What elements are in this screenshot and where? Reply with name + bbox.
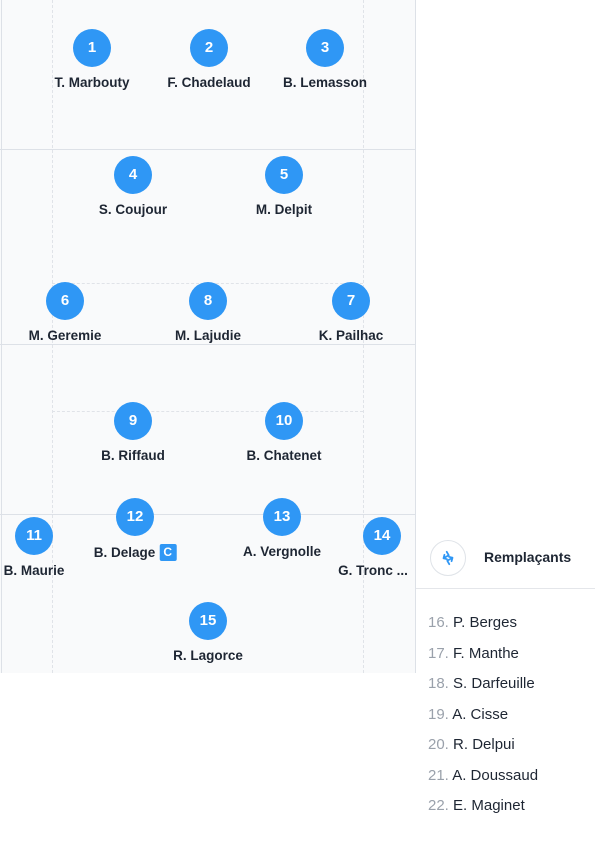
player-name: M. Geremie <box>28 328 102 343</box>
player-name: B. Delage C <box>94 544 177 561</box>
substitute-number: 18. <box>428 675 449 692</box>
player-name: B. Riffaud <box>101 448 165 463</box>
substitute-item[interactable]: 21. A. Doussaud <box>428 767 538 798</box>
player-name: M. Lajudie <box>174 328 242 343</box>
substitute-number: 16. <box>428 614 449 631</box>
player-name: B. Maurie <box>3 563 65 578</box>
player-number: 13 <box>263 498 301 536</box>
substitute-item[interactable]: 22. E. Maginet <box>428 797 538 828</box>
substitutes-title: Remplaçants <box>484 549 572 565</box>
player-name: T. Marbouty <box>54 75 130 90</box>
player-name: S. Coujour <box>98 202 168 217</box>
player-number: 9 <box>114 402 152 440</box>
player-number: 14 <box>363 517 401 555</box>
player-number: 6 <box>46 282 84 320</box>
pitch-edge-left <box>1 0 2 673</box>
substitute-number: 21. <box>428 766 449 784</box>
substitute-name: R. Delpui <box>453 736 515 753</box>
player-number: 3 <box>306 29 344 67</box>
substitutes-header: Remplaçants <box>416 528 595 589</box>
pitch-line-22m-bottom <box>0 514 416 515</box>
pitch-line-halfway <box>0 344 416 345</box>
substitute-name: A. Doussaud <box>452 766 539 784</box>
pitch-edge-right <box>415 0 416 673</box>
player-number: 7 <box>332 282 370 320</box>
player-number: 8 <box>189 282 227 320</box>
substitute-item[interactable]: 20. R. Delpui <box>428 736 538 767</box>
substitute-number: 17. <box>428 644 449 662</box>
substitute-number: 22. <box>428 797 449 814</box>
pitch-line-22m-top <box>0 149 416 150</box>
player-number: 12 <box>116 498 154 536</box>
player-number: 15 <box>189 602 227 640</box>
player-number: 11 <box>15 517 53 555</box>
substitute-item[interactable]: 19. A. Cisse <box>428 706 538 737</box>
substitute-name: S. Darfeuille <box>453 675 535 692</box>
substitute-name: P. Berges <box>453 614 517 631</box>
player-name: M. Delpit <box>255 202 313 217</box>
substitute-name: F. Manthe <box>453 644 519 662</box>
player-number: 5 <box>265 156 303 194</box>
player-name: F. Chadelaud <box>167 75 251 90</box>
substitutes-list: 16. P. Berges 17. F. Manthe 18. S. Darfe… <box>428 614 538 828</box>
player-number: 4 <box>114 156 152 194</box>
player-number: 2 <box>190 29 228 67</box>
pitch-dashed-10m-bottom <box>52 411 363 412</box>
substitute-item[interactable]: 17. F. Manthe <box>428 645 538 676</box>
player-name: B. Lemasson <box>282 75 368 90</box>
substitute-name: E. Maginet <box>453 797 525 814</box>
pitch-dashed-left <box>52 0 53 673</box>
player-name: K. Pailhac <box>318 328 384 343</box>
player-name: R. Lagorce <box>173 648 243 663</box>
captain-badge: C <box>159 544 177 561</box>
pitch: 1 T. Marbouty 2 F. Chadelaud 3 B. Lemass… <box>0 0 416 673</box>
substitute-number: 19. <box>428 705 449 723</box>
substitute-item[interactable]: 16. P. Berges <box>428 614 538 645</box>
player-name: A. Vergnolle <box>242 544 322 559</box>
pitch-dashed-right <box>363 0 364 673</box>
player-name: G. Tronc ... <box>338 563 408 578</box>
player-number: 10 <box>265 402 303 440</box>
player-number: 1 <box>73 29 111 67</box>
player-name: B. Chatenet <box>246 448 322 463</box>
substitute-item[interactable]: 18. S. Darfeuille <box>428 675 538 706</box>
swap-button[interactable] <box>430 540 466 576</box>
substitute-name: A. Cisse <box>452 705 509 723</box>
substitute-number: 20. <box>428 736 449 753</box>
swap-arrows-icon <box>442 550 454 566</box>
